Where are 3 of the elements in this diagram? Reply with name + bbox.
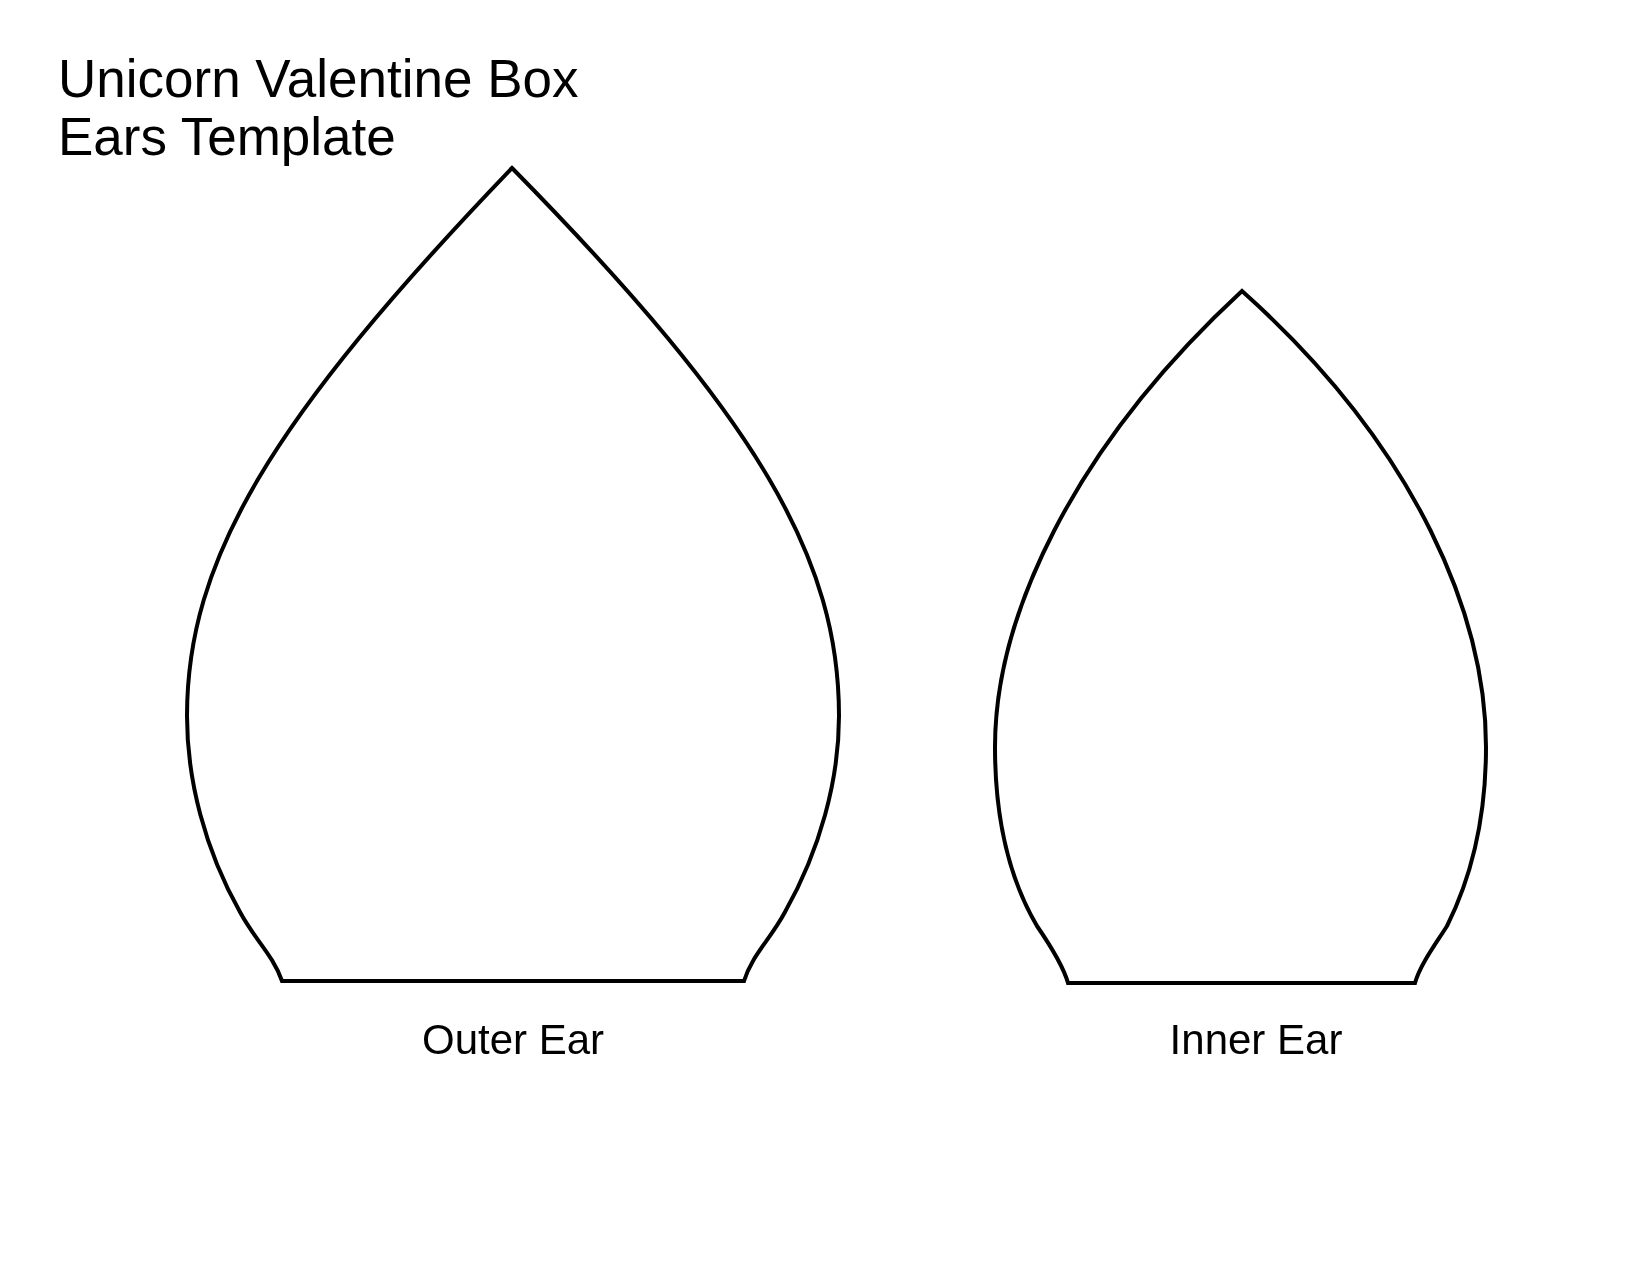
- part-caption: Inner Ear: [1169, 1016, 1343, 1064]
- title: Unicorn Valentine Box Ears Template: [58, 50, 580, 166]
- part-caption: Outer Ear: [421, 1016, 605, 1064]
